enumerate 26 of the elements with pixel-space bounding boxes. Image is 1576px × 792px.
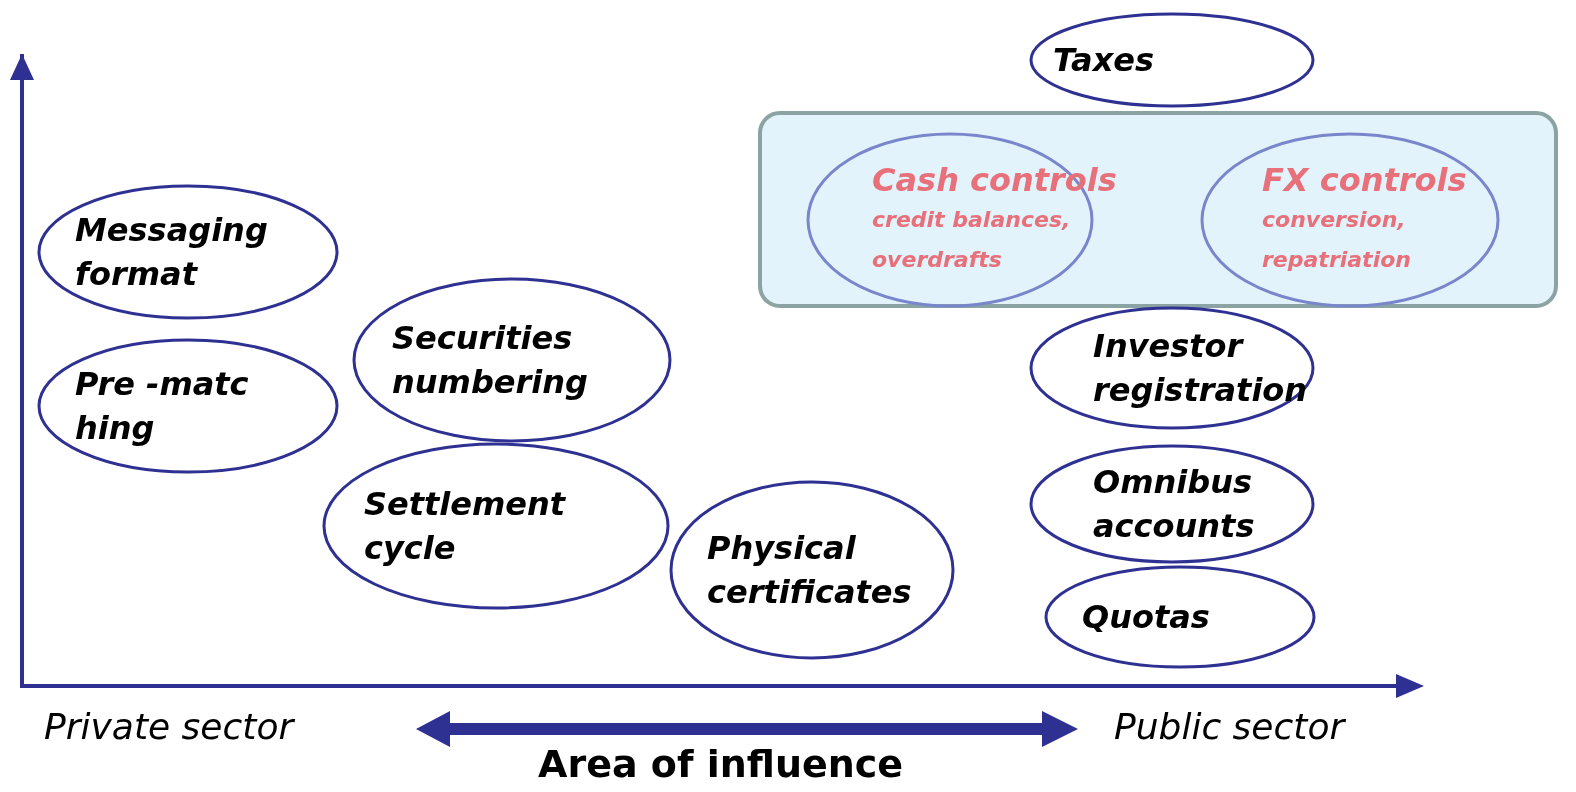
topic-ellipse — [1029, 444, 1315, 564]
topic-ellipse — [352, 277, 672, 443]
topic-ellipse — [37, 184, 339, 320]
topic-text: Taxes — [1053, 40, 1154, 81]
topic-text: Physical certificates — [707, 528, 913, 613]
body-text: conversion, repatriation — [1262, 206, 1412, 274]
topic-ellipse — [1029, 12, 1315, 108]
control-ellipse — [1200, 132, 1500, 308]
topic-text: Messaging format — [75, 210, 269, 295]
topic-text: Omnibus accounts — [1093, 462, 1256, 547]
topic-ellipse — [37, 338, 339, 474]
highlight-panel — [758, 111, 1558, 308]
body-text: credit balances, overdrafts — [872, 206, 1072, 274]
heading-text: FX controls — [1262, 160, 1467, 200]
topic-text: Investor registration — [1093, 326, 1308, 411]
topic-ellipse — [1029, 306, 1315, 430]
topic-ellipse — [1044, 565, 1316, 669]
axis-label: Public sector — [1114, 706, 1345, 747]
topic-ellipse — [669, 480, 955, 660]
topic-text: Quotas — [1082, 597, 1210, 638]
axis-label: Private sector — [44, 706, 294, 747]
topic-text: Pre -matc hing — [75, 364, 250, 449]
axis-title: Area of influence — [538, 742, 904, 786]
topic-text: Securities numbering — [392, 318, 589, 403]
topic-text: Settlement cycle — [364, 484, 567, 569]
topic-ellipse — [322, 442, 670, 610]
